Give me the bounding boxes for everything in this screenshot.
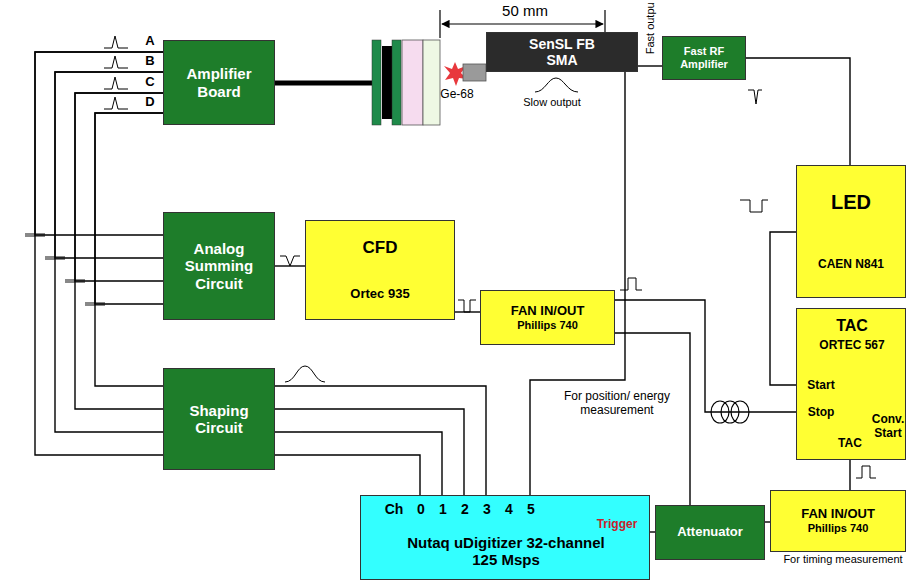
dimension-line bbox=[442, 23, 603, 24]
shaping-box: Shaping Circuit bbox=[163, 368, 275, 470]
module-title: Shaping Circuit bbox=[167, 402, 271, 437]
module-title: FAN IN/OUT bbox=[801, 507, 875, 522]
attenuator-box: Attenuator bbox=[655, 505, 765, 560]
photodetector-array bbox=[382, 46, 392, 119]
sensor-box: SenSL FB SMA bbox=[486, 32, 638, 72]
signal-wire bbox=[770, 232, 796, 385]
trigger-label: Trigger bbox=[589, 518, 645, 532]
annotation: For timing measurement bbox=[782, 553, 904, 566]
scintillator-crystal bbox=[402, 40, 423, 125]
annotation: Slow output bbox=[512, 96, 592, 109]
model-label: ORTEC 567 bbox=[797, 339, 906, 353]
channel-number: 3 bbox=[481, 501, 493, 517]
signal-wire bbox=[615, 333, 690, 505]
signal-wire bbox=[95, 113, 163, 304]
signal-name: C bbox=[141, 75, 159, 90]
sensor-housing bbox=[463, 64, 486, 81]
signal-name: D bbox=[141, 95, 159, 110]
annotation: Fast outpu bbox=[644, 0, 657, 57]
module-title: Amplifier Board bbox=[167, 65, 271, 100]
module-title: Fast RF Amplifier bbox=[669, 45, 739, 70]
module-title: FAN IN/OUT bbox=[511, 304, 585, 319]
signal-wire bbox=[275, 455, 420, 495]
port-label: TAC bbox=[833, 437, 867, 451]
signal-wire bbox=[75, 93, 163, 281]
module-box: FAN IN/OUTPhillips 740 bbox=[480, 290, 615, 345]
signal-wire bbox=[55, 72, 163, 258]
amplifier-box: Amplifier Board bbox=[163, 40, 275, 125]
channel-number: 0 bbox=[415, 501, 427, 517]
signal-wire bbox=[35, 52, 163, 235]
port-label: Start bbox=[801, 379, 841, 393]
annotation: For position/ energy measurement bbox=[553, 390, 681, 418]
signal-wire bbox=[275, 265, 305, 266]
module-box: CFD Ortec 935 bbox=[305, 220, 455, 320]
digitizer-box: Ch 012345TriggerNutaq uDigitizer 32-chann… bbox=[360, 495, 650, 580]
model-label: Ortec 935 bbox=[350, 287, 409, 302]
channel-number: 2 bbox=[459, 501, 471, 517]
port-label: Conv. Start bbox=[869, 413, 906, 441]
pulse-glyph bbox=[740, 200, 768, 212]
annotation: Ge-68 bbox=[434, 88, 480, 102]
signal-wire bbox=[35, 52, 163, 455]
pulse-glyph bbox=[104, 77, 128, 89]
pulse-glyph bbox=[285, 366, 325, 382]
signal-wire bbox=[275, 409, 464, 495]
amplifier-box: Fast RF Amplifier bbox=[662, 36, 746, 80]
signal-wire bbox=[746, 58, 850, 165]
channel-number: 4 bbox=[503, 501, 515, 517]
pulse-glyph bbox=[748, 90, 762, 104]
model-label: CAEN N841 bbox=[818, 258, 884, 272]
dimension-tick bbox=[439, 10, 440, 38]
model-label: Phillips 740 bbox=[517, 319, 578, 332]
module-box: LED CAEN N841 bbox=[796, 165, 906, 298]
signal-wire bbox=[75, 93, 163, 409]
port-label: Stop bbox=[801, 406, 841, 420]
pulse-glyph bbox=[856, 466, 876, 478]
detector-board bbox=[392, 40, 401, 125]
module-title: CFD bbox=[363, 238, 398, 258]
module-title: Attenuator bbox=[677, 525, 743, 540]
pulse-glyph bbox=[458, 300, 476, 312]
module-title: SenSL FB SMA bbox=[522, 36, 602, 68]
signal-wire bbox=[95, 113, 163, 386]
module-title: Analog Summing Circuit bbox=[167, 240, 271, 292]
dimension-label: 50 mm bbox=[482, 2, 568, 19]
detector-cable bbox=[275, 81, 372, 86]
module-box: TACORTEC 567StartStopTACConv. Start bbox=[796, 308, 906, 460]
module-title: Nutaq uDigitizer 32-channel 125 Msps bbox=[401, 534, 611, 569]
channel-number: 1 bbox=[437, 501, 449, 517]
detector-board bbox=[372, 40, 381, 125]
model-label: Phillips 740 bbox=[808, 522, 869, 535]
signal-wire bbox=[849, 460, 850, 490]
signal-wire bbox=[275, 432, 442, 495]
channel-number: 5 bbox=[525, 501, 537, 517]
module-title: TAC bbox=[797, 317, 906, 335]
signal-wire bbox=[275, 386, 486, 495]
module-title: LED bbox=[831, 191, 871, 214]
pulse-glyph bbox=[620, 278, 642, 290]
light-guide bbox=[423, 40, 440, 125]
signal-wire bbox=[455, 311, 480, 312]
signal-wire bbox=[638, 65, 662, 66]
signal-wire bbox=[55, 72, 163, 432]
pulse-glyph bbox=[280, 256, 300, 266]
channel-label: Ch bbox=[381, 501, 407, 517]
pulse-glyph bbox=[104, 97, 128, 109]
signal-wire bbox=[530, 72, 625, 495]
pulse-glyph bbox=[104, 36, 128, 48]
pulse-glyph bbox=[104, 56, 128, 68]
module-box: FAN IN/OUTPhillips 740 bbox=[770, 490, 906, 552]
summing-box: Analog Summing Circuit bbox=[163, 212, 275, 320]
signal-name: B bbox=[141, 54, 159, 69]
pulse-glyph bbox=[535, 78, 578, 92]
signal-name: A bbox=[141, 34, 159, 49]
